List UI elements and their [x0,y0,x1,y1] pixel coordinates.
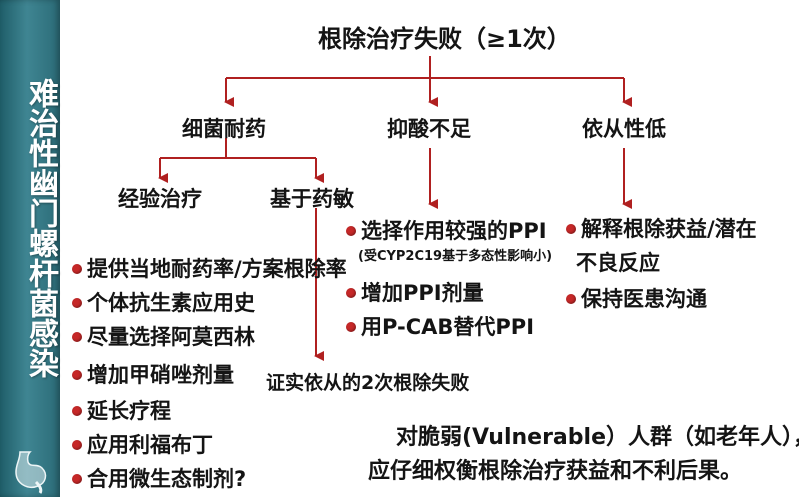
acid-item-text: 增加PPI剂量 [361,281,484,305]
bullet-dot [346,288,356,298]
bullet-dot [72,406,82,416]
list-item: 增加甲硝唑剂量 [72,362,234,388]
branch-resistance: 细菌耐药 [182,117,266,141]
empirical-item-text: 个体抗生素应用史 [87,291,255,315]
bullet-dot [72,264,82,274]
list-item: 提供当地耐药率/方案根除率 [72,256,347,282]
empirical-item-text: 增加甲硝唑剂量 [87,363,234,387]
branch-empirical: 经验治疗 [118,187,202,211]
bullet-dot [346,322,356,332]
empirical-item-text: 尽量选择阿莫西林 [87,325,255,349]
compliance-item-text: 解释根除获益/潜在 [581,217,757,241]
list-item: 合用微生态制剂? [72,466,246,492]
bullet-dot [566,294,576,304]
side-title: 难治性幽门螺杆菌感染 [23,78,58,378]
bullet-dot [346,226,356,236]
branch-compliance: 依从性低 [582,117,666,141]
bullet-dot [72,370,82,380]
acid-item-text: 选择作用较强的PPI [361,219,547,243]
branch-susceptibility: 基于药敏 [270,187,354,211]
compliance-item-text: 保持医患沟通 [581,287,707,311]
empirical-item-text: 提供当地耐药率/方案根除率 [87,257,347,281]
bullet-dot [566,224,576,234]
list-item: 尽量选择阿莫西林 [72,324,255,350]
empirical-item-text: 应用利福布丁 [87,433,213,457]
bullet-dot [72,474,82,484]
list-item: 解释根除获益/潜在 [566,216,757,242]
list-item: 用P-CAB替代PPI [346,314,534,340]
list-item: 选择作用较强的PPI [346,218,547,244]
acid-item-text: 用P-CAB替代PPI [361,315,535,339]
bullet-dot [72,440,82,450]
side-banner: 难治性幽门螺杆菌感染 [0,0,60,497]
footer-line-2: 应仔细权衡根除治疗获益和不利后果。 [368,459,743,484]
bullet-dot [72,298,82,308]
empirical-item-text: 合用微生态制剂? [87,467,247,491]
stomach-icon [15,451,47,494]
bullet-dot [72,332,82,342]
branch-acid: 抑酸不足 [387,117,471,141]
acid-item-note: (受CYP2C19基于多态性影响小) [358,249,553,264]
compliance-item-continuation: 不良反应 [576,251,660,275]
list-item: 应用利福布丁 [72,432,213,458]
list-item: 个体抗生素应用史 [72,290,255,316]
susceptibility-note: 证实依从的2次根除失败 [266,372,470,394]
list-item: 增加PPI剂量 [346,280,484,306]
empirical-item-text: 延长疗程 [87,399,171,423]
footer-line-1: 对脆弱(Vulnerable）人群（如老年人）， [396,425,799,450]
root-node: 根除治疗失败（≥1次） [318,25,571,53]
list-item: 延长疗程 [72,398,171,424]
list-item: 保持医患沟通 [566,286,707,312]
